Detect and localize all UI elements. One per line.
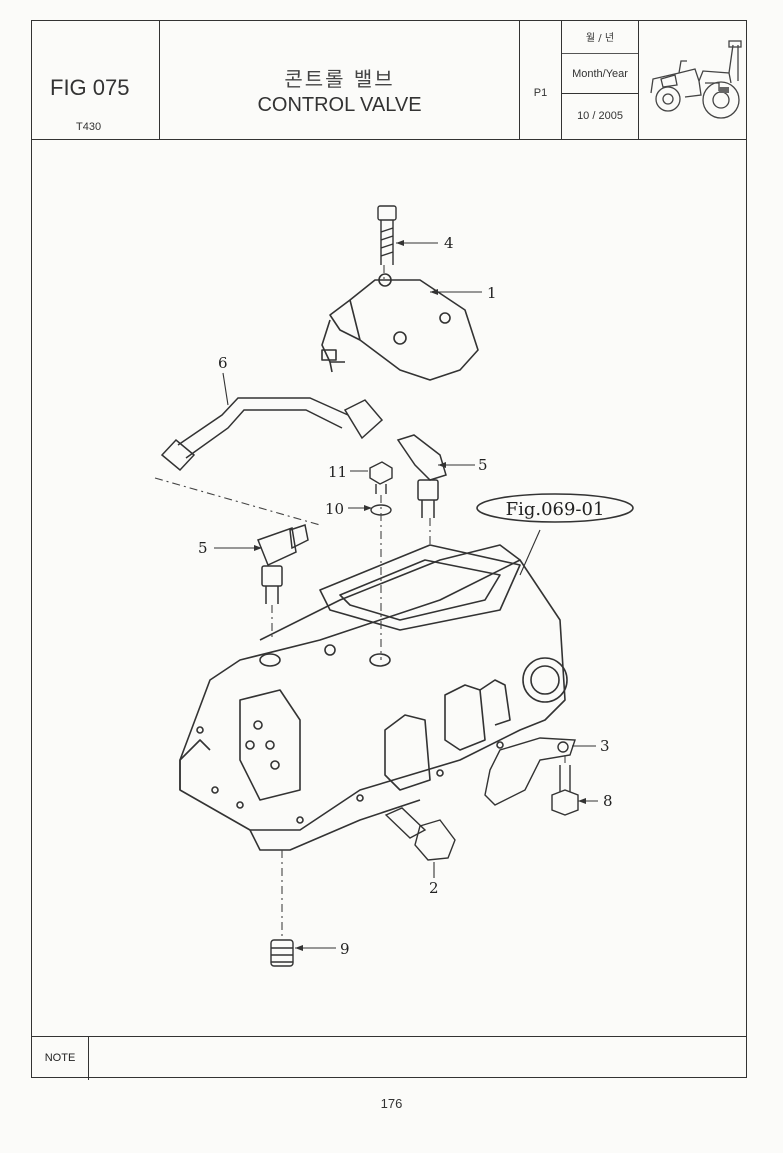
bolt-part-4 xyxy=(377,205,397,265)
fitting-part-2 xyxy=(384,807,456,861)
date-cell: 월 / 년 Month/Year 10 / 2005 xyxy=(562,21,639,139)
valve-housing-base xyxy=(179,544,568,851)
note-row: NOTE xyxy=(32,1036,746,1080)
tractor-icon xyxy=(650,40,742,119)
title-cell: 콘트롤 밸브 CONTROL VALVE xyxy=(160,21,520,139)
control-valve-part-1 xyxy=(321,273,479,381)
tractor-icon-cell xyxy=(639,21,747,139)
callout-9: 9 xyxy=(340,940,350,958)
date-label-korean: 월 / 년 xyxy=(562,21,638,54)
callout-11: 11 xyxy=(328,463,347,481)
pipe-part-6 xyxy=(160,397,384,472)
figure-number: FIG 075 xyxy=(50,75,130,100)
date-label-english: Month/Year xyxy=(562,54,638,94)
model-code: T430 xyxy=(76,121,102,133)
callout-8: 8 xyxy=(603,792,613,810)
callout-3: 3 xyxy=(600,737,610,755)
page-part-cell: P1 xyxy=(520,21,562,139)
bracket-part-3 xyxy=(484,737,579,816)
assembly-centerlines xyxy=(154,265,566,940)
callout-6: 6 xyxy=(218,354,228,372)
callout-10: 10 xyxy=(325,500,344,518)
callout-5b: 5 xyxy=(198,539,208,557)
callout-4: 4 xyxy=(444,234,454,252)
parts-sheet: FIG 075 T430 콘트롤 밸브 CONTROL VALVE P1 월 /… xyxy=(31,20,747,1080)
reference-oval xyxy=(476,493,634,523)
title-english: CONTROL VALVE xyxy=(257,94,422,116)
page-part: P1 xyxy=(533,87,548,99)
callout-1: 1 xyxy=(487,284,497,302)
title-block: FIG 075 T430 콘트롤 밸브 CONTROL VALVE P1 월 /… xyxy=(32,21,746,140)
note-label: NOTE xyxy=(32,1037,89,1080)
callout-2: 2 xyxy=(429,879,439,897)
leader-arrows xyxy=(254,240,586,951)
title-korean: 콘트롤 밸브 xyxy=(284,67,395,91)
plug-and-washer xyxy=(369,461,393,516)
callout-leaders xyxy=(214,242,598,949)
page-number: 176 xyxy=(380,1096,403,1111)
date-value: 10 / 2005 xyxy=(577,110,623,122)
fig-cell: FIG 075 T430 xyxy=(32,21,160,139)
elbow-fitting-part-5 xyxy=(257,434,447,604)
callout-5a: 5 xyxy=(478,456,488,474)
plug-part-9 xyxy=(270,939,294,967)
reference-label: Fig.069-01 xyxy=(506,499,605,520)
